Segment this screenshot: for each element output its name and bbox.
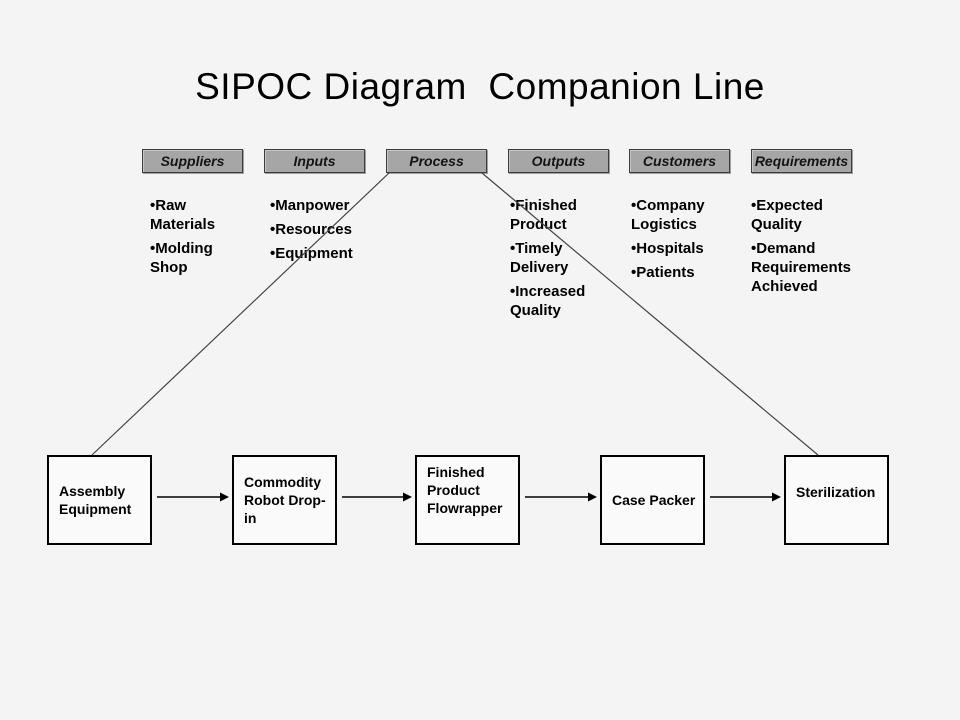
flow-arrow-4 [710, 492, 781, 502]
requirements-list: •Expected Quality •Demand Requirements Ac… [751, 196, 859, 301]
sipoc-header-suppliers: Suppliers [142, 149, 243, 173]
diagram-title: SIPOC Diagram Companion Line [195, 66, 765, 107]
outputs-item: •Timely Delivery [510, 240, 569, 276]
requirements-item: •Expected Quality [751, 197, 823, 233]
suppliers-item: •Molding Shop [150, 240, 213, 276]
inputs-item: •Resources [270, 221, 352, 238]
flow-arrow-3 [525, 492, 597, 502]
sipoc-header-inputs: Inputs [264, 149, 365, 173]
inputs-item: •Manpower [270, 197, 350, 214]
process-step-case-packer: Case Packer [600, 455, 705, 545]
outputs-item: •Finished Product [510, 197, 577, 233]
requirements-item: •Demand Requirements Achieved [751, 240, 852, 295]
outputs-list: •Finished Product •Timely Delivery •Increa… [510, 196, 605, 325]
customers-list: •Company Logistics •Hospitals •Patients [631, 196, 731, 287]
process-step-sterilization: Sterilization [784, 455, 889, 545]
sipoc-header-outputs: Outputs [508, 149, 609, 173]
customers-item: •Hospitals [631, 240, 704, 257]
suppliers-item: •Raw Materials [150, 197, 216, 233]
inputs-item: •Equipment [270, 245, 353, 262]
process-step-commodity-robot-drop-in: Commodity Robot Drop-in [232, 455, 337, 545]
flow-arrow-1 [157, 492, 229, 502]
outputs-item: •Increased Quality [510, 283, 586, 319]
sipoc-header-requirements: Requirements [751, 149, 852, 173]
process-step-assembly-equipment: Assembly Equipment [47, 455, 152, 545]
flow-arrow-2 [342, 492, 412, 502]
suppliers-list: •Raw Materials •Molding Shop [150, 196, 242, 282]
customers-item: •Patients [631, 264, 695, 281]
inputs-list: •Manpower •Resources •Equipment [270, 196, 366, 268]
customers-item: •Company Logistics [631, 197, 705, 233]
process-step-finished-product-flowrapper: Finished Product Flowrapper [415, 455, 520, 545]
sipoc-header-customers: Customers [629, 149, 730, 173]
sipoc-header-process: Process [386, 149, 487, 173]
